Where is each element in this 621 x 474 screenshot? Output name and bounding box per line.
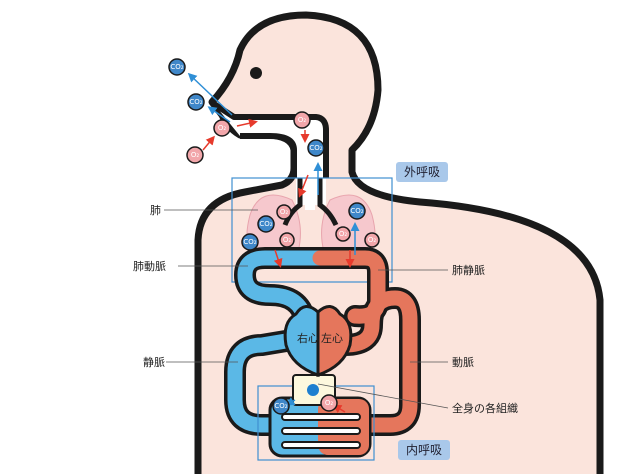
internal-respiration-badge: 内呼吸 <box>398 440 450 460</box>
svg-text:O₂: O₂ <box>280 208 289 216</box>
o2-molecule: O₂ <box>276 204 292 220</box>
left-heart-label: 左心 <box>321 332 343 345</box>
pulmonary-vein-label: 肺静脈 <box>452 263 485 277</box>
svg-text:O₂: O₂ <box>218 124 227 132</box>
co2-molecule: CO₂ <box>187 93 205 111</box>
eye <box>250 67 262 79</box>
svg-text:CO₂: CO₂ <box>170 63 183 71</box>
svg-text:CO₂: CO₂ <box>309 144 322 152</box>
o2-molecule: O₂ <box>279 232 295 248</box>
svg-text:O₂: O₂ <box>191 151 200 159</box>
co2-molecule: CO₂ <box>348 202 366 220</box>
co2-molecule: CO₂ <box>241 233 259 251</box>
o2-molecule: O₂ <box>213 119 231 137</box>
external-respiration-frame <box>231 177 393 283</box>
pulmonary-artery-label: 肺動脈 <box>133 259 166 273</box>
co2-molecule: CO₂ <box>272 397 290 415</box>
svg-text:外呼吸: 外呼吸 <box>404 165 440 179</box>
co2-molecules: CO₂ CO₂ CO₂ CO₂ CO₂ CO₂ CO₂ <box>168 58 366 415</box>
leader-lines <box>164 209 449 409</box>
o2-molecule: O₂ <box>320 394 338 412</box>
o2-molecule: O₂ <box>335 226 351 242</box>
svg-text:CO₂: CO₂ <box>189 98 202 106</box>
o2-molecules: O₂ O₂ O₂ O₂ O₂ O₂ O₂ O₂ <box>186 111 380 412</box>
svg-text:CO₂: CO₂ <box>259 220 272 228</box>
cell-nucleus <box>307 384 319 396</box>
heart: 右心 左心 <box>283 305 353 378</box>
circulation <box>224 247 421 436</box>
svg-text:O₂: O₂ <box>368 236 377 244</box>
lung-label: 肺 <box>150 204 161 217</box>
svg-text:O₂: O₂ <box>339 230 348 238</box>
artery-label: 動脈 <box>452 355 474 369</box>
co2-molecule: CO₂ <box>257 215 275 233</box>
external-respiration-badge: 外呼吸 <box>396 162 448 182</box>
svg-text:CO₂: CO₂ <box>274 402 287 410</box>
svg-text:O₂: O₂ <box>298 116 307 124</box>
capillaries <box>268 396 372 458</box>
vein-label: 静脈 <box>143 355 165 369</box>
body-tissues-label: 全身の各組織 <box>452 401 518 415</box>
svg-text:CO₂: CO₂ <box>350 207 363 215</box>
right-heart-label: 右心 <box>297 331 319 345</box>
o2-molecule: O₂ <box>186 146 204 164</box>
svg-text:O₂: O₂ <box>325 399 334 407</box>
svg-text:O₂: O₂ <box>283 236 292 244</box>
co2-molecule: CO₂ <box>307 139 325 157</box>
o2-molecule: O₂ <box>364 232 380 248</box>
co2-molecule: CO₂ <box>168 58 186 76</box>
o2-molecule: O₂ <box>293 111 311 129</box>
svg-text:CO₂: CO₂ <box>243 238 256 246</box>
svg-text:内呼吸: 内呼吸 <box>406 443 442 457</box>
